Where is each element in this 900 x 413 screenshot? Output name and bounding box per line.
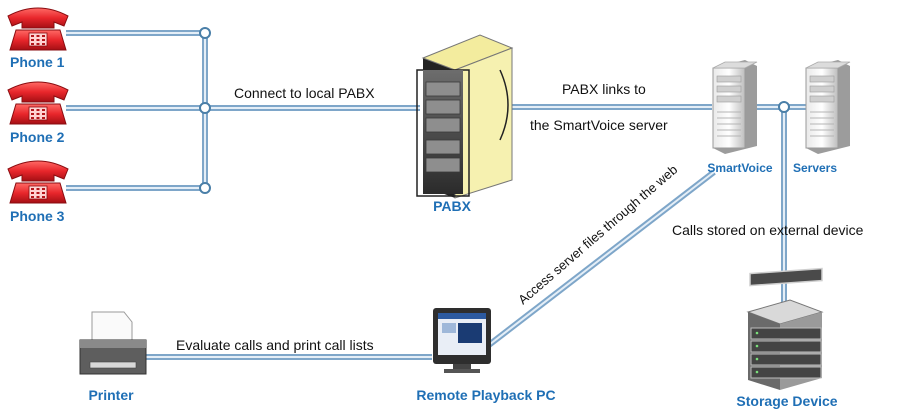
pabx-links-label-line1: PABX links to (562, 81, 646, 97)
junction-dot (778, 101, 790, 113)
access-web-label: Access server files through the web (515, 162, 680, 307)
junction-dot (199, 102, 211, 114)
phone-1-label: Phone 1 (10, 54, 65, 70)
telephone-icon (7, 160, 69, 204)
phone-3-label: Phone 3 (10, 208, 65, 224)
smartvoice-label: SmartVoice (707, 161, 772, 175)
telephone-icon (7, 81, 69, 125)
evaluate-print-label: Evaluate calls and print call lists (176, 337, 374, 353)
server-rack-icon (416, 34, 514, 199)
storage-array-icon (746, 267, 824, 390)
tower-server-icon (805, 59, 851, 155)
junction-dot (199, 27, 211, 39)
pabx-label: PABX (433, 198, 472, 214)
junction-dots (199, 27, 790, 194)
telephone-icon (7, 7, 69, 51)
printer-icon (79, 311, 147, 375)
tower-server-icon (712, 59, 758, 155)
connect-pabx-label: Connect to local PABX (234, 85, 375, 101)
link-lines (66, 30, 806, 360)
junction-dot (199, 182, 211, 194)
servers-label: Servers (793, 161, 837, 175)
monitor-icon (433, 308, 491, 373)
printer-label: Printer (88, 387, 134, 403)
storage-device-label: Storage Device (736, 393, 837, 409)
pabx-links-label-line2: the SmartVoice server (530, 117, 668, 133)
phone-2-label: Phone 2 (10, 129, 65, 145)
remote-playback-pc-label: Remote Playback PC (416, 387, 555, 403)
calls-stored-label: Calls stored on external device (672, 222, 864, 238)
